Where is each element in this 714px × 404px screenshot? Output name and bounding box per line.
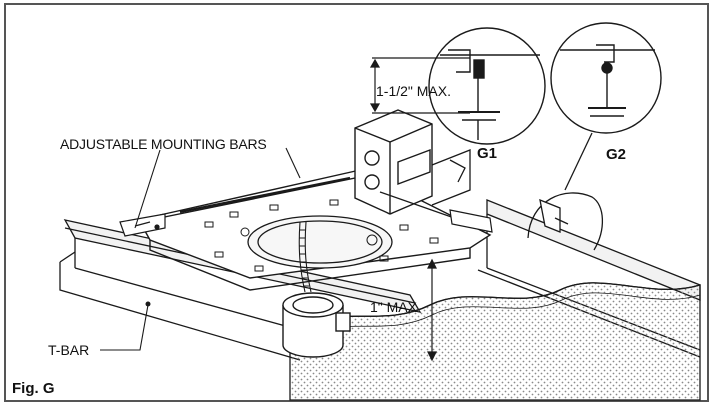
label-adjustable-mounting-bars: ADJUSTABLE MOUNTING BARS	[60, 136, 267, 152]
aperture-ring	[247, 215, 393, 269]
label-g1: G1	[477, 145, 498, 162]
detail-g1	[428, 27, 546, 145]
figure-border	[4, 3, 709, 402]
g2-leader	[527, 132, 604, 251]
dimension-1-1-2	[369, 57, 470, 114]
label-t-bar: T-BAR	[48, 342, 90, 358]
flex-conduit	[298, 221, 312, 293]
junction-box	[354, 109, 433, 215]
detail-g2	[550, 22, 662, 134]
support-bracket	[379, 149, 471, 221]
mounting-bar-clips	[119, 209, 493, 237]
connector-fitting	[282, 292, 351, 358]
leader-lines	[100, 147, 301, 351]
label-max-1: 1" MAX	[370, 299, 417, 315]
label-max-1-1-2: 1-1/2" MAX.	[376, 83, 451, 99]
t-bar-leader-dot	[145, 301, 151, 307]
ceiling-tile-section	[289, 282, 701, 401]
dimension-1-inch	[427, 258, 437, 362]
label-g2: G2	[606, 146, 627, 163]
figure-caption: Fig. G	[12, 380, 55, 397]
